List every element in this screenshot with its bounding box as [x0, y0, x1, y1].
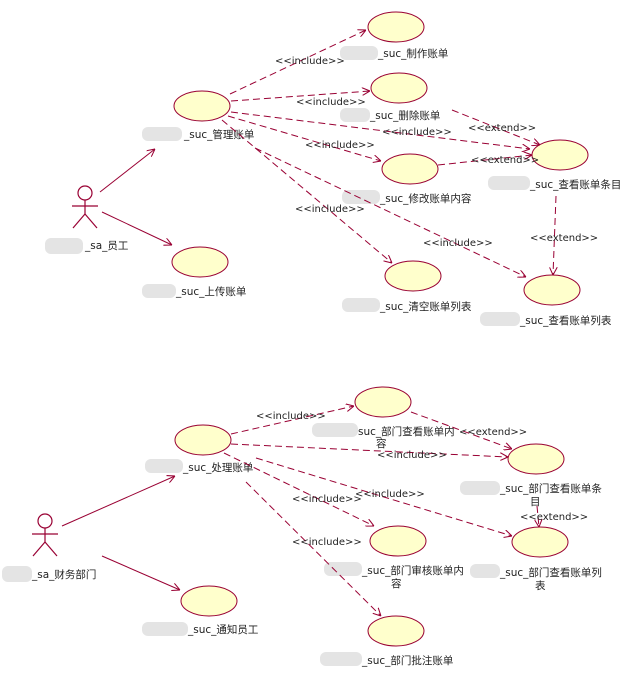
extend-label-dept-list: <<extend>>: [520, 512, 588, 523]
include-manage-view-list: [254, 147, 526, 277]
include-label-review: <<include>>: [292, 494, 362, 505]
usecase-dept-view-item[interactable]: [507, 443, 565, 475]
association-employee-manage: [99, 149, 155, 193]
usecase-make-bill[interactable]: [367, 11, 425, 43]
usecase-upload-bill-label: _suc_上传账单: [175, 286, 246, 298]
include-manage-delete: [230, 91, 370, 102]
extend-label-view-list: <<extend>>: [530, 233, 598, 244]
include-label-dept-view-list: <<include>>: [355, 489, 425, 500]
include-label-view-item: <<include>>: [382, 127, 452, 138]
usecase-dept-view-content-label-1: suc_部门查看账单内: [358, 425, 455, 438]
usecase-view-item-label: _suc_查看账单条目: [529, 178, 621, 191]
usecase-dept-review-label-2: 容: [391, 577, 402, 590]
association-finance-process: [61, 476, 175, 527]
usecase-dept-annotate-label: _suc_部门批注账单: [361, 654, 453, 667]
usecase-dept-review-label-1: _suc_部门审核账单内: [361, 564, 464, 577]
extend-label-view-content: <<extend>>: [459, 427, 527, 438]
usecase-manage-bill-label: _suc_管理账单: [183, 128, 254, 141]
association-employee-upload: [101, 211, 172, 245]
include-label-view-content: <<include>>: [256, 411, 326, 422]
usecase-process-bill[interactable]: [174, 424, 232, 456]
include-label-make: <<include>>: [275, 56, 345, 67]
include-manage-clear: [221, 119, 392, 263]
redacted-prefix: [45, 238, 83, 254]
actor-employee[interactable]: [72, 185, 98, 229]
usecase-notify-employee-label: _suc_通知员工: [187, 623, 258, 636]
include-label-modify: <<include>>: [305, 140, 375, 151]
extend-label-modify: <<extend>>: [471, 155, 539, 166]
usecase-view-list[interactable]: [523, 274, 581, 306]
usecase-dept-view-item-label-1: _suc_部门查看账单条: [499, 482, 602, 495]
include-label-annotate: <<include>>: [292, 537, 362, 548]
usecase-clear-list-label: _suc_清空账单列表: [379, 300, 472, 313]
extend-view-item-dept-list: [537, 505, 539, 527]
actor-finance-department[interactable]: [32, 513, 58, 557]
usecase-modify-bill-label: _suc_修改账单内容: [379, 192, 472, 205]
actor-finance-label: _sa_财务部门: [31, 568, 96, 581]
include-manage-view-item: [230, 111, 530, 149]
include-manage-modify: [227, 115, 381, 161]
extend-label-delete: <<extend>>: [468, 123, 536, 134]
usecase-process-bill-label: _suc_处理账单: [182, 462, 253, 474]
usecase-notify-employee[interactable]: [180, 585, 238, 617]
include-label-clear: <<include>>: [295, 204, 365, 215]
include-process-view-content: [230, 406, 354, 435]
extend-view-item-view-list: [553, 195, 556, 275]
include-label-view-list: <<include>>: [423, 238, 493, 249]
usecase-dept-review[interactable]: [369, 525, 427, 557]
extend-delete-view-item: [451, 109, 540, 145]
extend-modify-view-item: [437, 155, 532, 166]
usecase-dept-view-content-label-2: 容: [376, 437, 387, 450]
include-process-review: [223, 452, 374, 526]
usecase-dept-view-list-label-2: 表: [535, 579, 546, 592]
usecase-modify-bill[interactable]: [381, 153, 439, 185]
usecase-manage-bill[interactable]: [173, 90, 231, 122]
extend-view-content-view-item: [410, 411, 512, 449]
usecase-clear-list[interactable]: [384, 260, 442, 292]
usecase-dept-annotate[interactable]: [367, 615, 425, 647]
usecase-dept-view-list-label-1: _suc_部门查看账单列: [499, 566, 602, 579]
usecase-dept-view-content[interactable]: [354, 386, 412, 418]
association-finance-notify: [101, 555, 180, 590]
include-manage-make: [229, 30, 366, 95]
usecase-delete-bill[interactable]: [370, 72, 428, 104]
usecase-view-item[interactable]: [531, 139, 589, 171]
usecase-view-list-label: _suc_查看账单列表: [519, 314, 612, 327]
usecase-upload-bill[interactable]: [171, 246, 229, 278]
usecase-make-bill-label: _suc_制作账单: [377, 47, 448, 60]
usecase-delete-bill-label: _suc_删除账单: [369, 109, 440, 122]
include-process-view-list: [255, 457, 512, 536]
usecase-dept-view-list[interactable]: [511, 526, 569, 558]
include-label-delete: <<include>>: [296, 97, 366, 108]
actor-employee-label: _sa_员工: [84, 240, 128, 252]
usecase-dept-view-item-label-2: 目: [530, 496, 541, 508]
include-process-view-item: [230, 443, 508, 457]
include-label-dept-view-item: <<include>>: [377, 450, 447, 461]
include-process-annotate: [245, 481, 381, 616]
